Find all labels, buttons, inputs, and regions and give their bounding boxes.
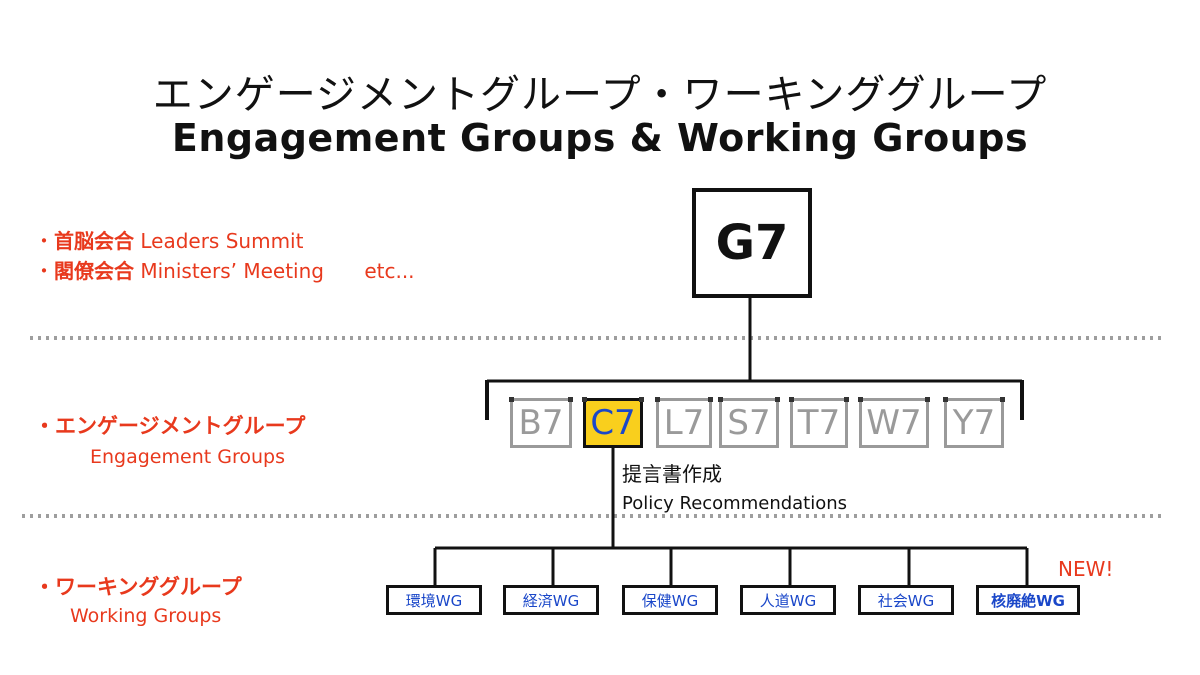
working-groups-en: Working Groups: [70, 605, 222, 627]
level-engagement-label: ・エンゲージメントグループ Engagement Groups: [34, 410, 305, 468]
working-group-economy: 経済WG: [503, 585, 599, 615]
working-groups-jp: ワーキンググループ: [55, 575, 242, 599]
etc-label: etc...: [364, 259, 415, 283]
level-working-label: ・ワーキンググループ Working Groups: [34, 571, 242, 627]
ministers-meeting-jp: 閣僚会合: [54, 259, 134, 283]
level-top-labels: ・首脳会合 Leaders Summit ・閣僚会合 Ministers’ Me…: [34, 226, 415, 286]
working-group-nuclear-abolition: 核廃絶WG: [976, 585, 1080, 615]
engagement-group-c7: C7: [582, 397, 644, 448]
title-japanese: エンゲージメントグループ・ワーキンググループ: [152, 72, 1048, 118]
policy-label-jp: 提言書作成: [622, 462, 722, 486]
engagement-groups-jp: エンゲージメントグループ: [55, 414, 306, 438]
level-top-item-leaders: ・首脳会合 Leaders Summit: [34, 226, 415, 256]
engagement-groups-en: Engagement Groups: [90, 446, 285, 468]
new-badge: NEW!: [1058, 557, 1114, 581]
engagement-group-y7: Y7: [943, 397, 1005, 448]
engagement-group-b7: B7: [509, 397, 573, 448]
engagement-group-w7: W7: [858, 397, 930, 448]
engagement-group-l7: L7: [655, 397, 713, 448]
working-group-social: 社会WG: [858, 585, 954, 615]
bullet: ・: [34, 575, 55, 599]
leaders-summit-en: Leaders Summit: [140, 229, 304, 253]
bullet: ・: [34, 229, 54, 253]
working-group-health: 保健WG: [622, 585, 718, 615]
working-group-environment: 環境WG: [386, 585, 482, 615]
title-english: Engagement Groups & Working Groups: [171, 116, 1029, 160]
bullet: ・: [34, 414, 55, 438]
ministers-meeting-en: Ministers’ Meeting: [140, 259, 324, 283]
policy-label: 提言書作成 Policy Recommendations: [622, 458, 847, 514]
bullet: ・: [34, 259, 54, 283]
level-top-item-ministers: ・閣僚会合 Ministers’ Meeting etc...: [34, 256, 415, 286]
leaders-summit-jp: 首脳会合: [54, 229, 134, 253]
engagement-group-s7: S7: [718, 397, 780, 448]
engagement-group-t7: T7: [789, 397, 849, 448]
working-group-humanitarian: 人道WG: [740, 585, 836, 615]
policy-label-en: Policy Recommendations: [622, 493, 848, 514]
g7-box: G7: [692, 188, 812, 298]
